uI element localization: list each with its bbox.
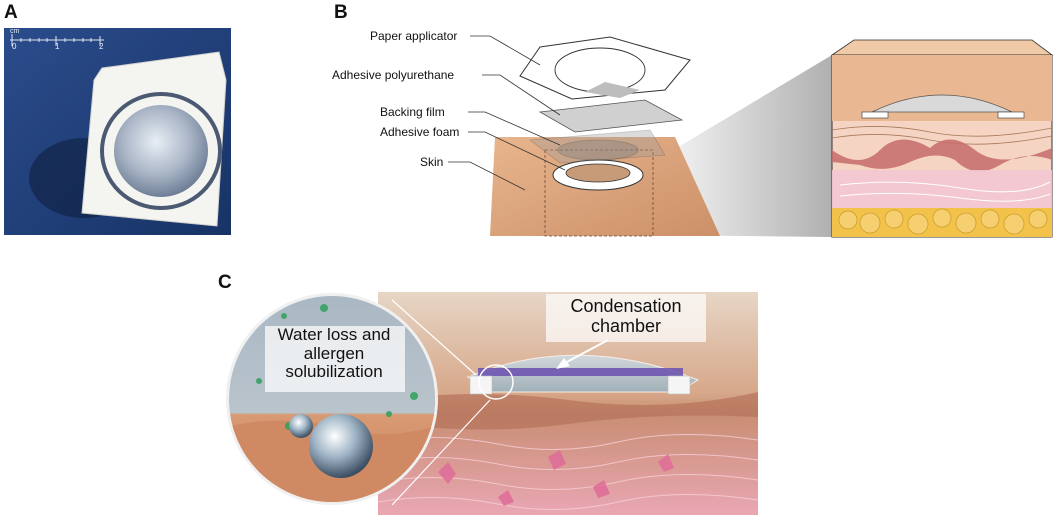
inset-label: Water loss and allergen solubilization xyxy=(277,325,391,382)
label-adhesive-foam: Adhesive foam xyxy=(380,125,460,139)
paper-applicator-tab xyxy=(585,82,640,98)
leader-skin xyxy=(448,161,526,191)
patch-photo-illustration xyxy=(4,28,231,235)
ruler-unit: cm xyxy=(10,28,20,35)
ruler xyxy=(10,34,104,46)
inset-label-box xyxy=(265,326,405,392)
tissue-cells xyxy=(378,434,758,510)
label-skin: Skin xyxy=(420,155,444,169)
water-droplet-large xyxy=(309,414,373,478)
skin-cross-section xyxy=(830,39,1054,238)
backing-film xyxy=(528,129,666,164)
backing-film-circle xyxy=(557,139,639,161)
ruler-tick-2: 2 xyxy=(99,42,104,51)
chamber-label: Condensation chamber xyxy=(570,296,682,336)
inset-illustration xyxy=(229,296,435,502)
adhesive-polyurethane-layer xyxy=(538,99,684,133)
leader-backing-film xyxy=(468,111,561,146)
water-droplet-small xyxy=(289,414,313,438)
inset-target-circle xyxy=(478,364,514,400)
panel-c-render: Condensation chamber xyxy=(378,292,758,515)
chamber-arrow xyxy=(562,339,609,365)
leader-adhesive-foam xyxy=(468,131,566,171)
label-backing-film: Backing film xyxy=(380,105,445,119)
label-adhesive-polyurethane: Adhesive polyurethane xyxy=(332,68,455,82)
ruler-tick-0: 0 xyxy=(12,42,17,51)
chamber-arrowhead xyxy=(556,358,570,369)
panel-b-letter: B xyxy=(334,2,348,23)
chamber-label-box xyxy=(546,294,706,342)
adhesive-foam-hole xyxy=(565,163,631,183)
chamber-purple-layer xyxy=(478,368,683,376)
leader-adhesive-polyurethane xyxy=(482,74,561,116)
panel-c-letter: C xyxy=(218,272,232,293)
label-paper-applicator: Paper applicator xyxy=(370,29,458,43)
chamber-left-foot xyxy=(469,375,493,395)
leader-paper-applicator xyxy=(470,35,541,66)
patch-footprint xyxy=(544,149,654,237)
patch-outer-ring xyxy=(100,92,222,210)
panel-a-letter: A xyxy=(4,2,18,23)
patch-lens xyxy=(114,105,208,197)
condensation-render xyxy=(378,292,758,515)
panel-a-photo: cm 0 1 2 xyxy=(4,28,231,235)
inset-magnifier: Water loss and allergen solubilization xyxy=(226,293,438,505)
chamber-right-foot xyxy=(667,375,691,395)
stratum-corneum xyxy=(378,392,758,430)
immune-cells xyxy=(438,450,674,506)
ruler-tick-1: 1 xyxy=(55,42,60,51)
